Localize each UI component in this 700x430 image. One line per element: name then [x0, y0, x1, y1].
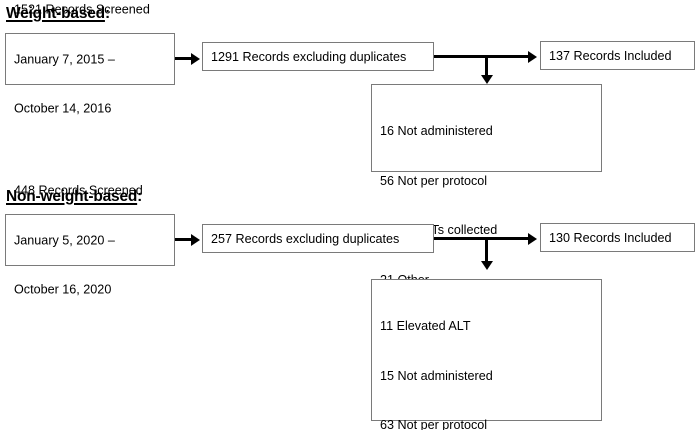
branch-to-exclusions-head: [480, 261, 493, 270]
arrow-screened-to-dedup-line: [175, 57, 193, 60]
section-heading-non-weight-based: Non-weight-based:: [6, 189, 142, 205]
weight-based-records-excluding-duplicates-box: 1291 Records excluding duplicates: [202, 42, 434, 71]
arrow-dedup-to-included-line: [434, 237, 530, 240]
exclusion-line: 11 Elevated ALT: [380, 319, 471, 333]
exclusion-line: 15 Not administered: [380, 368, 493, 383]
arrow-dedup-to-included-line: [434, 55, 530, 58]
weight-based-records-screened-box: 1521 Records Screened January 7, 2015 – …: [5, 2, 175, 115]
non-weight-based-records-screened-box: 448 Records Screened January 5, 2020 – O…: [5, 183, 175, 296]
section-heading-label: Weight-based: [6, 5, 105, 22]
exclusion-line: 56 Not per protocol: [380, 173, 488, 188]
records-included-line: 137 Records Included: [549, 48, 672, 63]
non-weight-based-records-excluding-duplicates-box: 257 Records excluding duplicates: [202, 224, 434, 253]
records-excluding-duplicates-line: 1291 Records excluding duplicates: [211, 49, 407, 64]
screening-end-date-line: October 14, 2016: [14, 101, 112, 116]
screening-start-date-line: January 5, 2020 –: [14, 232, 115, 247]
arrow-dedup-to-included-head: [528, 50, 537, 63]
arrow-screened-to-dedup-head: [191, 52, 200, 65]
weight-based-records-included-box: 137 Records Included: [540, 41, 695, 70]
exclusion-line: 63 Not per protocol: [380, 418, 488, 430]
screening-start-date-line: January 7, 2015 –: [14, 51, 115, 66]
arrow-screened-to-dedup-head: [191, 233, 200, 246]
section-heading-colon: :: [137, 188, 143, 205]
records-excluding-duplicates-line: 257 Records excluding duplicates: [211, 231, 400, 246]
section-heading-weight-based: Weight-based:: [6, 6, 110, 22]
section-heading-colon: :: [104, 5, 110, 22]
screening-end-date-line: October 16, 2020: [14, 282, 112, 297]
non-weight-based-exclusions-box: 11 Elevated ALT 15 Not administered 63 N…: [371, 279, 602, 430]
records-screened-line: 448 Records Screened: [14, 183, 143, 198]
arrow-dedup-to-included-head: [528, 232, 537, 245]
non-weight-based-records-included-box: 130 Records Included: [540, 223, 695, 252]
branch-to-exclusions-head: [480, 75, 493, 84]
records-included-line: 130 Records Included: [549, 230, 672, 245]
section-heading-label: Non-weight-based: [6, 188, 138, 205]
branch-to-exclusions-line: [485, 55, 488, 77]
exclusion-line: 16 Not administered: [380, 124, 493, 138]
branch-to-exclusions-line: [485, 237, 488, 263]
weight-based-exclusions-box: 16 Not administered 56 Not per protocol …: [371, 84, 602, 336]
records-screened-line: 1521 Records Screened: [14, 2, 150, 17]
arrow-screened-to-dedup-line: [175, 238, 193, 241]
